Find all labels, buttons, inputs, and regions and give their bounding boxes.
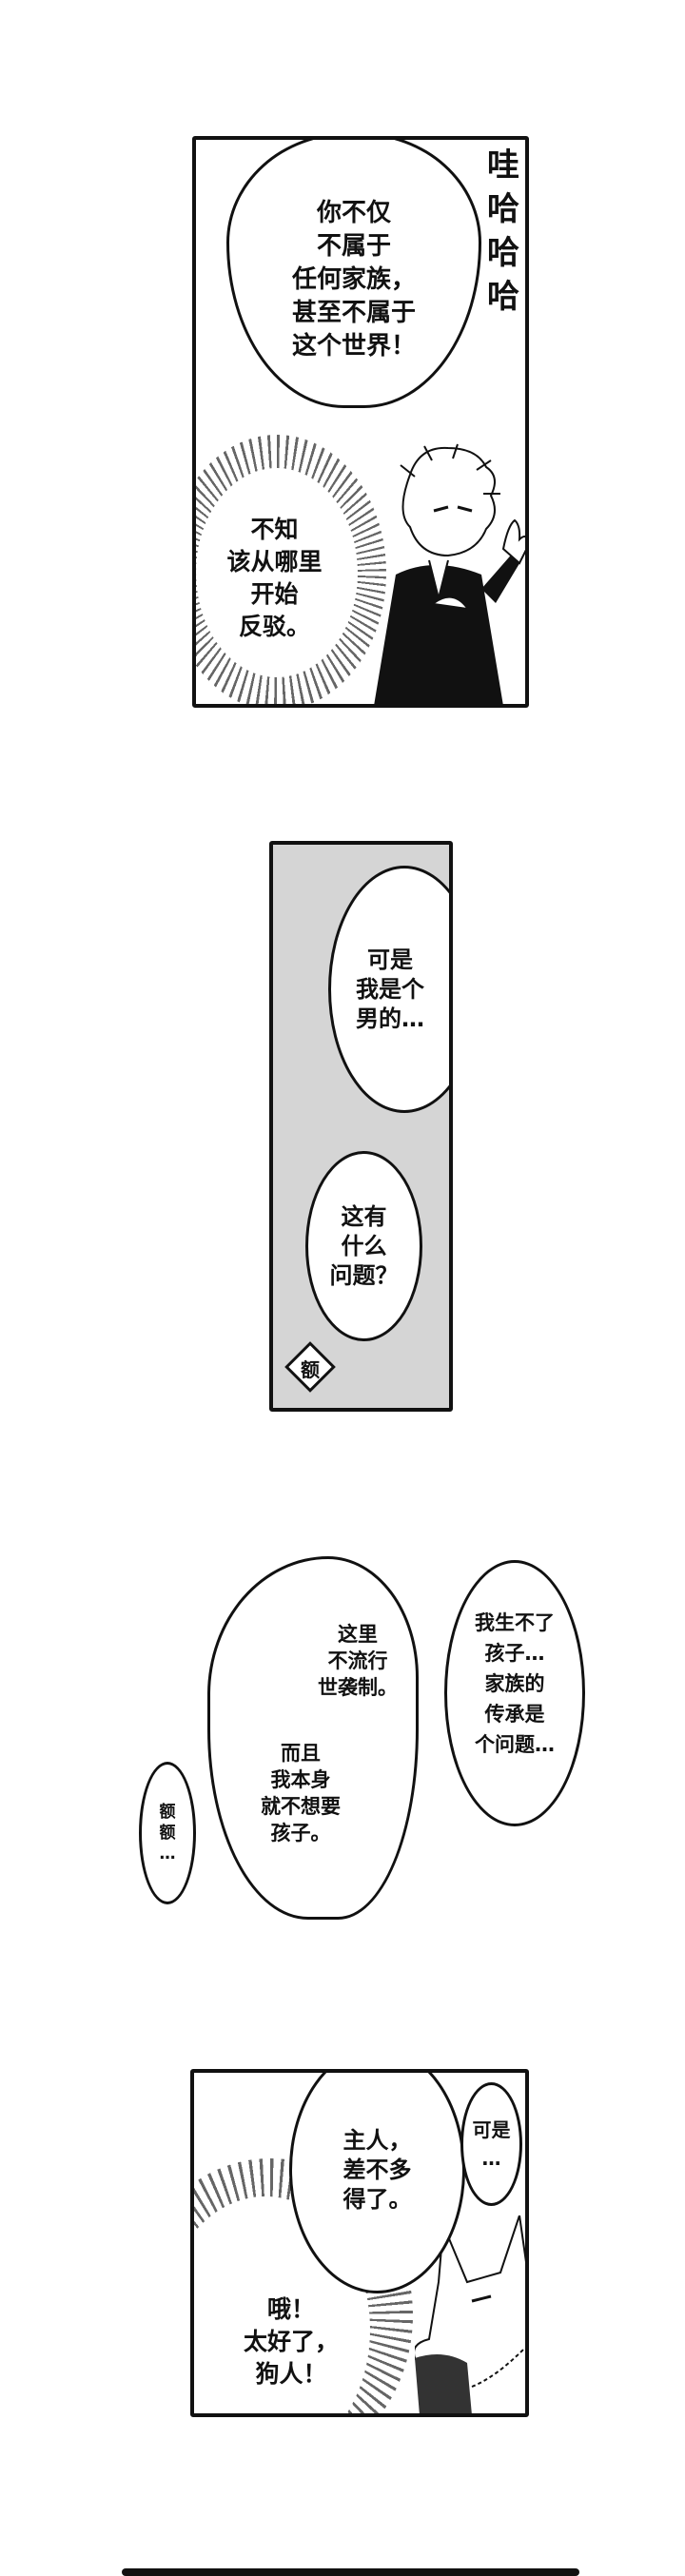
bubble-text: 可是 … <box>472 2118 511 2170</box>
bubble-text: 而且 我本身 就不想要 孩子。 <box>261 1742 341 1844</box>
panel-2: 可是 我是个 男的… 这有 什么 问题？ 额 <box>269 841 453 1412</box>
panel-1: 不知 该从哪里 开始 反驳。 你不仅 不属于 任何家族， 甚至不属于 这个世界！… <box>192 136 529 708</box>
bubble-text: 额 额 … <box>159 1803 176 1864</box>
speech-bubble-master-enough: 主人， 差不多 得了。 <box>289 2073 465 2293</box>
speech-bubble-cant-have-children: 我生不了 孩子… 家族的 传承是 个问题… <box>444 1560 585 1826</box>
panel-4: 哦！ 太好了， 狗人！ 主人， 差不多 得了。 可是 … <box>190 2069 529 2417</box>
character-wolf-head <box>415 2215 525 2413</box>
speech-bubble-accusation: 你不仅 不属于 任何家族， 甚至不属于 这个世界！ <box>226 140 481 408</box>
bubble-text: 我生不了 孩子… 家族的 传承是 个问题… <box>475 1611 555 1756</box>
speech-bubble-but-im-male: 可是 我是个 男的… <box>328 866 449 1113</box>
speech-text-great-dogman: 哦！ 太好了， 狗人！ <box>243 2295 339 2388</box>
sfx-bubble-awkward: 额 额 … <box>139 1762 196 1904</box>
speech-bubble-but: 可是 … <box>460 2082 522 2206</box>
narration-text: 不知 该从哪里 开始 反驳。 <box>226 516 323 640</box>
next-panel-top-edge <box>122 2568 579 2576</box>
sfx-tag-text: 额 <box>301 1358 320 1381</box>
bubble-text: 这有 什么 问题？ <box>329 1202 399 1289</box>
panel-3: 而且 我本身 就不想要 孩子。 这里 不流行 世袭制。 我生不了 孩子… 家族的… <box>124 1522 599 1941</box>
speech-bubble-whats-wrong: 这有 什么 问题？ <box>305 1151 422 1341</box>
speech-bubble-no-hereditary: 而且 我本身 就不想要 孩子。 这里 不流行 世袭制。 <box>207 1556 419 1920</box>
burst-center <box>196 468 358 677</box>
bubble-text: 你不仅 不属于 任何家族， 甚至不属于 这个世界！ <box>291 198 416 361</box>
sfx-laugh: 哇 哈 哈 哈 <box>487 146 519 316</box>
bubble-text: 主人， 差不多 得了。 <box>342 2126 412 2213</box>
bubble-text: 这里 不流行 世袭制。 <box>318 1623 398 1699</box>
character-boy-figure <box>374 443 525 704</box>
bubble-text: 可是 我是个 男的… <box>356 946 424 1032</box>
